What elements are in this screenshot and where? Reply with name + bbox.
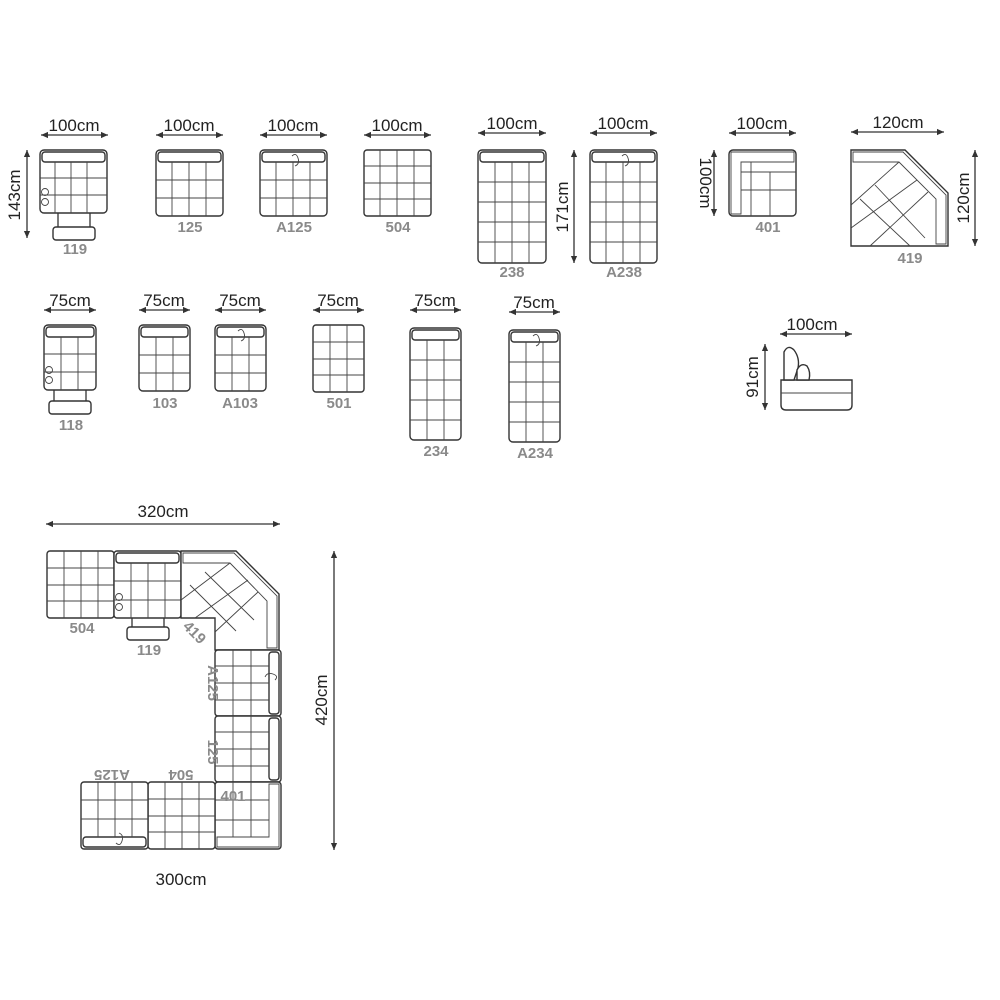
width-label: 100cm xyxy=(786,315,837,334)
armrest-icon xyxy=(291,153,300,167)
corner-outline xyxy=(728,149,797,217)
footrest xyxy=(126,626,170,641)
module-A103: 75cm A103 xyxy=(214,291,267,412)
backrest xyxy=(140,326,189,338)
module-code: 234 xyxy=(423,443,449,460)
width-label: 75cm xyxy=(143,291,185,310)
seat-base xyxy=(780,379,853,411)
module-401: 100cm 100cm 401 xyxy=(696,114,797,236)
width-label: 100cm xyxy=(371,116,422,135)
chaise-outline xyxy=(589,149,658,264)
module-A238: 100cm 171cm A238 xyxy=(553,114,658,281)
backrest xyxy=(411,329,460,341)
button-icon xyxy=(41,188,49,196)
bottom-width-label: 300cm xyxy=(155,870,206,889)
button-icon xyxy=(45,366,53,374)
module-238: 100cm 238 xyxy=(477,114,547,281)
module-code: 103 xyxy=(152,395,177,412)
composition: 320cm 420cm 300cm 504 119 419 A125 125 xyxy=(46,502,338,889)
footrest xyxy=(52,226,96,241)
backrest xyxy=(157,151,222,163)
width-label: 75cm xyxy=(513,293,555,312)
backrest xyxy=(261,151,326,163)
svg-text:504: 504 xyxy=(168,766,194,783)
module-code: 504 xyxy=(385,219,411,236)
button-icon xyxy=(41,198,49,206)
svg-text:401: 401 xyxy=(220,788,245,805)
module-118: 75cm 118 xyxy=(43,291,97,434)
quilt-grid xyxy=(40,162,107,213)
side-view: 100cm 91cm xyxy=(743,315,853,411)
module-code: 419 xyxy=(897,250,922,267)
width-label: 100cm xyxy=(736,114,787,133)
module-125: 100cm 125 xyxy=(155,116,224,236)
top-width-label: 320cm xyxy=(137,502,188,521)
module-119: 100cm 143cm 119 xyxy=(5,116,108,258)
seat-outline xyxy=(43,324,97,391)
seat-outline xyxy=(39,149,108,214)
module-419: 120cm 120cm 419 xyxy=(850,113,979,267)
module-code: 401 xyxy=(755,219,780,236)
height-label: 420cm xyxy=(312,674,331,725)
width-label: 75cm xyxy=(49,291,91,310)
svg-text:504: 504 xyxy=(69,620,95,637)
pouf-504 xyxy=(46,550,115,619)
width-label: 100cm xyxy=(486,114,537,133)
module-A234: 75cm A234 xyxy=(508,293,561,462)
width-label: 100cm xyxy=(267,116,318,135)
width-label: 100cm xyxy=(597,114,648,133)
chaise-outline xyxy=(508,329,561,443)
depth-label: 143cm xyxy=(5,169,24,220)
height-label: 91cm xyxy=(743,356,762,398)
width-label: 120cm xyxy=(872,113,923,132)
width-label: 100cm xyxy=(163,116,214,135)
module-504: 100cm 504 xyxy=(363,116,432,236)
module-code: 501 xyxy=(326,395,351,412)
width-label: 100cm xyxy=(48,116,99,135)
backrest xyxy=(479,151,545,163)
chaise-outline xyxy=(409,327,462,441)
corner-wedge-outline xyxy=(850,149,949,247)
module-code: A234 xyxy=(517,445,554,462)
button-icon xyxy=(115,603,123,611)
backrest xyxy=(41,151,106,163)
module-code: A238 xyxy=(606,264,642,281)
module-code: 119 xyxy=(63,241,87,258)
module-code: 118 xyxy=(59,417,83,434)
depth-label: 120cm xyxy=(954,172,973,223)
module-234: 75cm 234 xyxy=(409,291,462,460)
backrest xyxy=(45,326,95,338)
seat-outline xyxy=(214,324,267,392)
module-code: 238 xyxy=(499,264,524,281)
module-A125: 100cm A125 xyxy=(259,116,328,236)
backrest xyxy=(510,331,559,343)
pouf-504-bottom xyxy=(147,781,216,850)
svg-text:119: 119 xyxy=(137,642,161,659)
module-code: A103 xyxy=(222,395,258,412)
width-label: 75cm xyxy=(414,291,456,310)
module-103: 75cm 103 xyxy=(138,291,191,412)
width-label: 75cm xyxy=(317,291,359,310)
svg-text:A125: A125 xyxy=(204,665,221,701)
svg-text:419: 419 xyxy=(179,618,209,648)
module-code: 125 xyxy=(177,219,202,236)
button-icon xyxy=(45,376,53,384)
footrest xyxy=(48,400,92,415)
module-501: 75cm 501 xyxy=(312,291,365,412)
seat-outline xyxy=(138,324,191,392)
svg-text:A125: A125 xyxy=(94,766,130,783)
module-code: A125 xyxy=(276,219,312,236)
button-icon xyxy=(115,593,123,601)
depth-label: 100cm xyxy=(696,157,715,208)
backrest-profile xyxy=(783,346,800,381)
backrest xyxy=(591,151,656,163)
svg-text:125: 125 xyxy=(204,739,221,764)
backrest xyxy=(216,326,265,338)
depth-label: 171cm xyxy=(553,181,572,232)
cushion-profile xyxy=(796,363,811,381)
pouf-outline xyxy=(312,324,365,393)
width-label: 75cm xyxy=(219,291,261,310)
